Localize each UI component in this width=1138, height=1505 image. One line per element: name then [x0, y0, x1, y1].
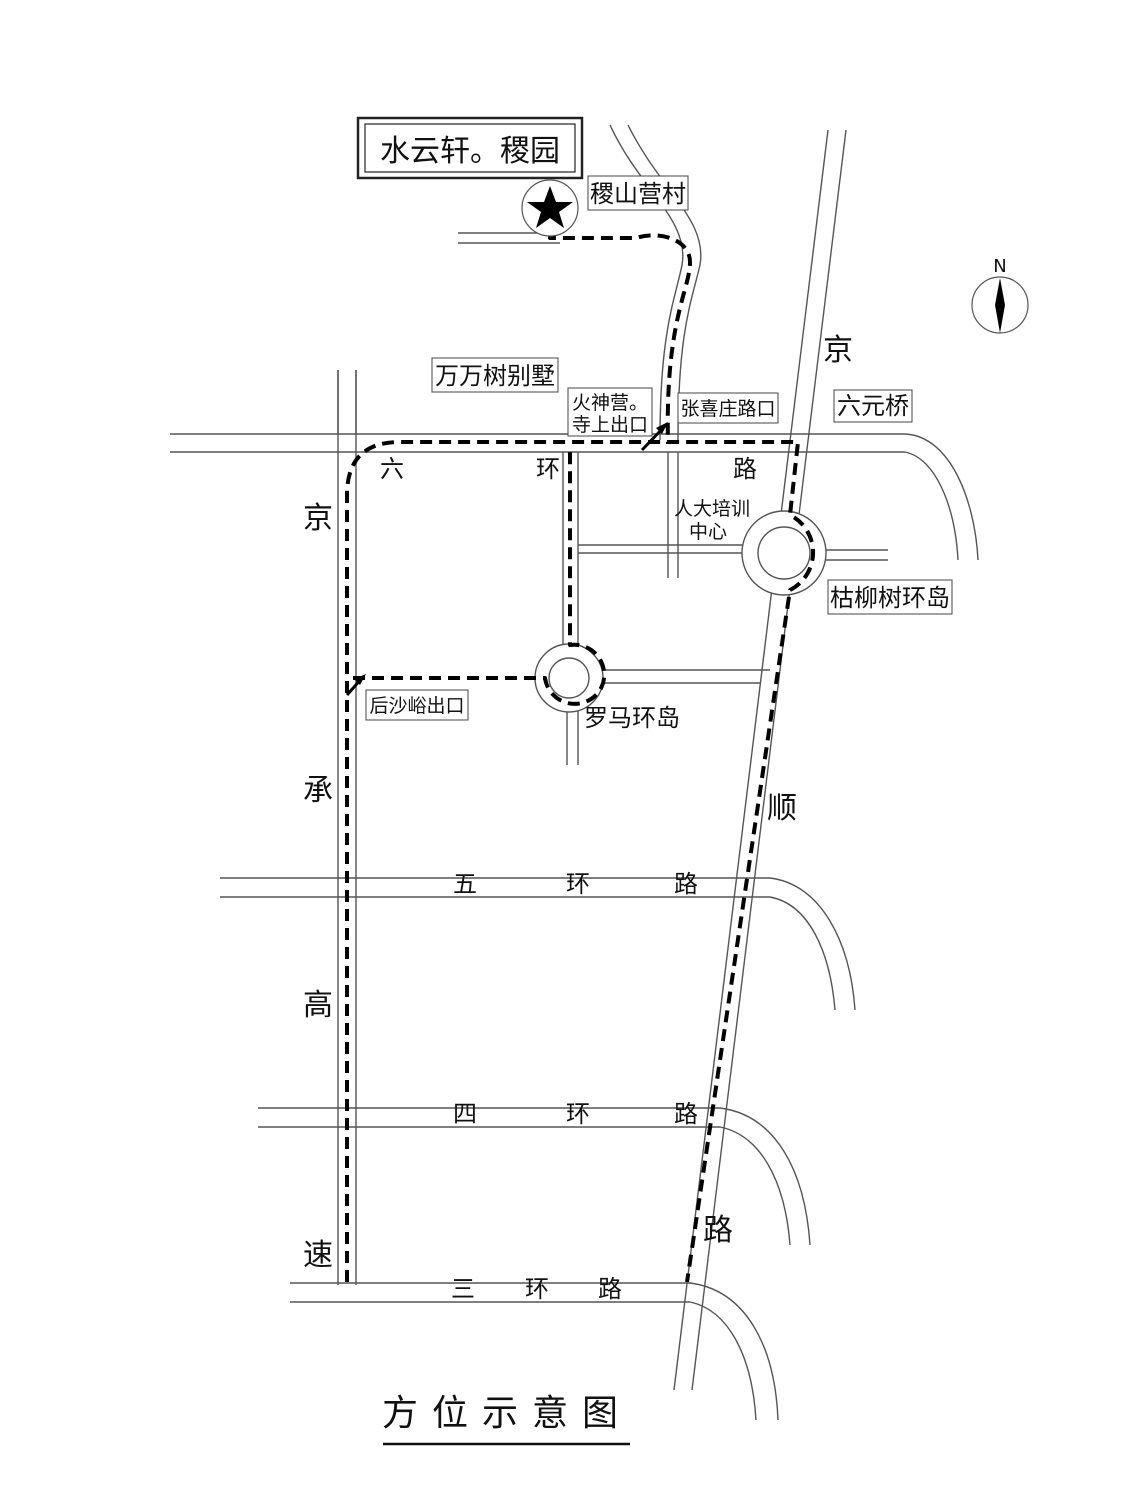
title-box: 水云轩。稷园	[356, 116, 584, 180]
liuhuan-road-curve-inner	[904, 451, 959, 561]
wuhuan-road-curve-inner	[769, 896, 836, 1011]
exit-arrow-huoshenying-head	[656, 422, 668, 434]
exit-huoshenying-label-2: 寺上出口	[572, 414, 648, 436]
compass-icon: N	[971, 256, 1029, 334]
liuhuan-char-1: 六	[380, 455, 404, 483]
sihuan-road-curve-outer	[719, 1107, 811, 1246]
sanhuan-char-1: 三	[451, 1275, 475, 1303]
village-label: 稷山营村	[590, 180, 686, 208]
kuliushu-label: 枯柳树环岛	[830, 584, 950, 612]
sanhuan-road-curve-inner	[689, 1301, 757, 1421]
jingcheng-char-4: 速	[303, 1238, 333, 1273]
wuhuan-char-2: 环	[566, 870, 590, 898]
route-luoma-branch	[353, 452, 607, 706]
route-to-village	[548, 231, 692, 445]
place-labels: 稷山营村 万万树别墅 火神营。 寺上出口 张喜庄路口 六元桥 人大培训 中心 枯…	[365, 175, 953, 732]
luoma-roundabout-inner	[548, 657, 590, 699]
liuyuan-bridge-label: 六元桥	[837, 392, 909, 420]
sanhuan-road-curve-outer	[689, 1282, 779, 1421]
villa-label: 万万树别墅	[435, 362, 555, 390]
sanhuan-char-2: 环	[525, 1275, 549, 1303]
sihuan-road-curve-inner	[719, 1126, 791, 1246]
road-labels: 六 环 路 五 环 路 四 环 路 三 环 路 京 承 高 速 京 顺 路	[303, 333, 853, 1303]
wuhuan-road-curve-outer	[769, 877, 856, 1011]
route-lines	[345, 231, 816, 1283]
liuhuan-char-3: 路	[733, 455, 757, 483]
exit-arrow-houshayu-head	[354, 674, 366, 685]
jingcheng-char-2: 承	[303, 773, 333, 808]
map-caption: 方位示意图	[382, 1393, 632, 1434]
caption-block: 方位示意图	[382, 1393, 632, 1446]
houshayu-label: 后沙峪出口	[369, 695, 464, 717]
zhangxizhuang-label: 张喜庄路口	[680, 398, 775, 420]
jingshun-char-1: 京	[823, 333, 853, 368]
sanhuan-char-3: 路	[598, 1275, 622, 1303]
liuhuan-char-2: 环	[536, 455, 560, 483]
liuhuan-road-curve-outer	[904, 433, 979, 561]
map-title: 水云轩。稷园	[380, 134, 560, 169]
jingshun-char-3: 路	[703, 1213, 733, 1248]
star-icon	[521, 179, 579, 237]
sihuan-char-3: 路	[674, 1100, 698, 1128]
sihuan-char-2: 环	[566, 1100, 590, 1128]
jingcheng-char-3: 高	[303, 988, 333, 1023]
jingshun-road-edge-right	[691, 129, 847, 1391]
renda-label-1: 人大培训	[674, 498, 750, 520]
jingshun-road-edge-left	[673, 129, 829, 1391]
kuliushu-roundabout-inner	[757, 526, 811, 580]
road-network	[170, 124, 979, 1421]
jingcheng-char-1: 京	[303, 501, 333, 536]
exit-huoshenying-label-1: 火神营。	[572, 392, 648, 414]
luoma-label: 罗马环岛	[584, 704, 680, 732]
renda-label-2: 中心	[689, 521, 727, 543]
route-main-loop	[345, 440, 816, 1283]
wuhuan-char-3: 路	[674, 870, 698, 898]
wuhuan-char-1: 五	[453, 870, 477, 898]
compass-north-label: N	[993, 256, 1006, 277]
jingshun-char-2: 顺	[767, 791, 797, 826]
sihuan-char-1: 四	[453, 1100, 477, 1128]
